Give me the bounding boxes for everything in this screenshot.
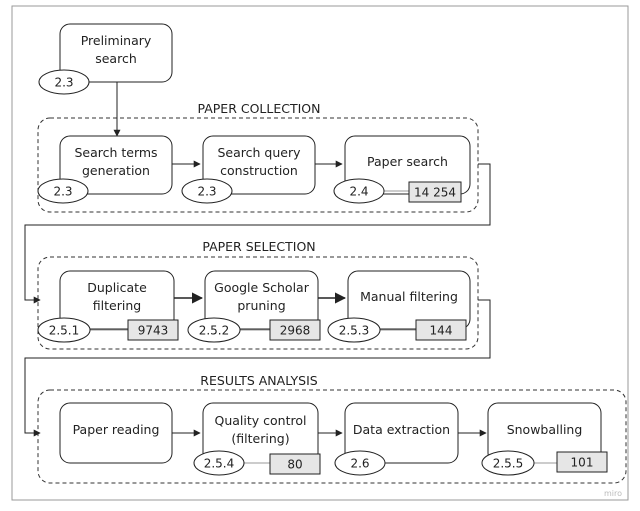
node-label-preliminary: Preliminary — [81, 33, 152, 48]
paper-count-box — [269, 319, 321, 341]
node-box-papersearch — [344, 135, 471, 195]
section-box-analysis — [37, 389, 627, 484]
node-preliminary: Preliminary search 2.3 — [38, 23, 173, 95]
node-label-preliminary: search — [95, 51, 137, 66]
section-ref-badge — [327, 317, 381, 343]
watermark-text: miro — [604, 489, 622, 498]
node-duplicate: Duplicate filtering 2.5.1 9743 — [37, 270, 179, 343]
node-terms: Search terms generation 2.3 — [37, 135, 173, 204]
connector-collection-selection — [24, 163, 491, 304]
section-ref-label: 2.3 — [197, 185, 216, 199]
section-ref-label: 2.5.1 — [49, 324, 80, 338]
node-label-quality: (filtering) — [231, 431, 289, 446]
section-ref-badge — [181, 178, 233, 204]
section-title-analysis: RESULTS ANALYSIS — [200, 373, 317, 388]
node-label-terms: Search terms — [74, 145, 157, 160]
section-ref-badge — [37, 317, 91, 343]
node-label-scholar: Google Scholar — [214, 280, 310, 295]
node-box-duplicate — [59, 270, 175, 330]
node-extraction: Data extraction 2.6 — [334, 402, 459, 476]
section-ref-label: 2.3 — [54, 76, 73, 90]
node-label-manual: Manual filtering — [360, 289, 458, 304]
section-ref-label: 2.5.5 — [493, 457, 524, 471]
paper-count-box — [127, 319, 179, 341]
paper-count-box — [556, 451, 608, 473]
node-reading: Paper reading — [59, 402, 173, 464]
section-ref-badge — [334, 450, 386, 476]
node-box-terms — [59, 135, 173, 195]
section-ref-badge — [481, 450, 535, 476]
section-ref-label: 2.5.4 — [204, 457, 235, 471]
section-ref-label: 2.3 — [53, 185, 72, 199]
node-label-query: construction — [220, 163, 298, 178]
node-label-scholar: pruning — [237, 298, 285, 313]
section-ref-label: 2.4 — [349, 185, 368, 199]
section-ref-badge — [38, 69, 90, 95]
node-manual: Manual filtering 2.5.3 144 — [327, 270, 471, 343]
node-label-duplicate: filtering — [93, 298, 141, 313]
node-box-preliminary — [59, 23, 173, 83]
paper-count-box — [415, 319, 467, 341]
node-papersearch: Paper search 2.4 14 254 — [333, 135, 471, 204]
node-label-query: Search query — [217, 145, 301, 160]
paper-count-value: 80 — [287, 458, 302, 472]
node-box-scholar — [204, 270, 319, 330]
node-query: Search query construction 2.3 — [181, 135, 316, 204]
node-label-extraction: Data extraction — [353, 422, 450, 437]
section-title-collection: PAPER COLLECTION — [197, 101, 320, 116]
paper-count-value: 144 — [430, 324, 453, 338]
node-label-snowballing: Snowballing — [507, 422, 583, 437]
section-ref-label: 2.6 — [350, 457, 369, 471]
section-ref-badge — [193, 450, 245, 476]
paper-count-value: 9743 — [138, 324, 169, 338]
section-ref-badge — [333, 178, 385, 204]
paper-count-value: 14 254 — [414, 186, 456, 200]
node-label-quality: Quality control — [215, 413, 307, 428]
paper-count-box — [269, 453, 321, 475]
connector-selection-analysis — [24, 299, 491, 437]
section-title-selection: PAPER SELECTION — [202, 239, 315, 254]
node-box-query — [202, 135, 316, 195]
node-label-papersearch: Paper search — [367, 154, 448, 169]
node-box-extraction — [344, 402, 459, 464]
node-snowballing: Snowballing 2.5.5 101 — [481, 402, 608, 476]
paper-count-value: 2968 — [280, 324, 311, 338]
node-label-terms: generation — [82, 163, 150, 178]
outer-frame — [11, 5, 629, 501]
node-quality: Quality control (filtering) 2.5.4 80 — [193, 402, 321, 476]
node-scholar: Google Scholar pruning 2.5.2 2968 — [187, 270, 321, 343]
node-box-reading — [59, 402, 173, 464]
node-box-manual — [347, 270, 471, 330]
section-ref-label: 2.5.3 — [339, 324, 370, 338]
node-label-duplicate: Duplicate — [87, 280, 147, 295]
paper-count-value: 101 — [571, 456, 594, 470]
section-ref-label: 2.5.2 — [199, 324, 230, 338]
section-box-collection — [37, 117, 479, 213]
node-label-reading: Paper reading — [73, 422, 160, 437]
paper-count-box — [408, 181, 462, 203]
section-ref-badge — [187, 317, 241, 343]
connectors — [24, 82, 491, 437]
section-ref-badge — [37, 178, 89, 204]
